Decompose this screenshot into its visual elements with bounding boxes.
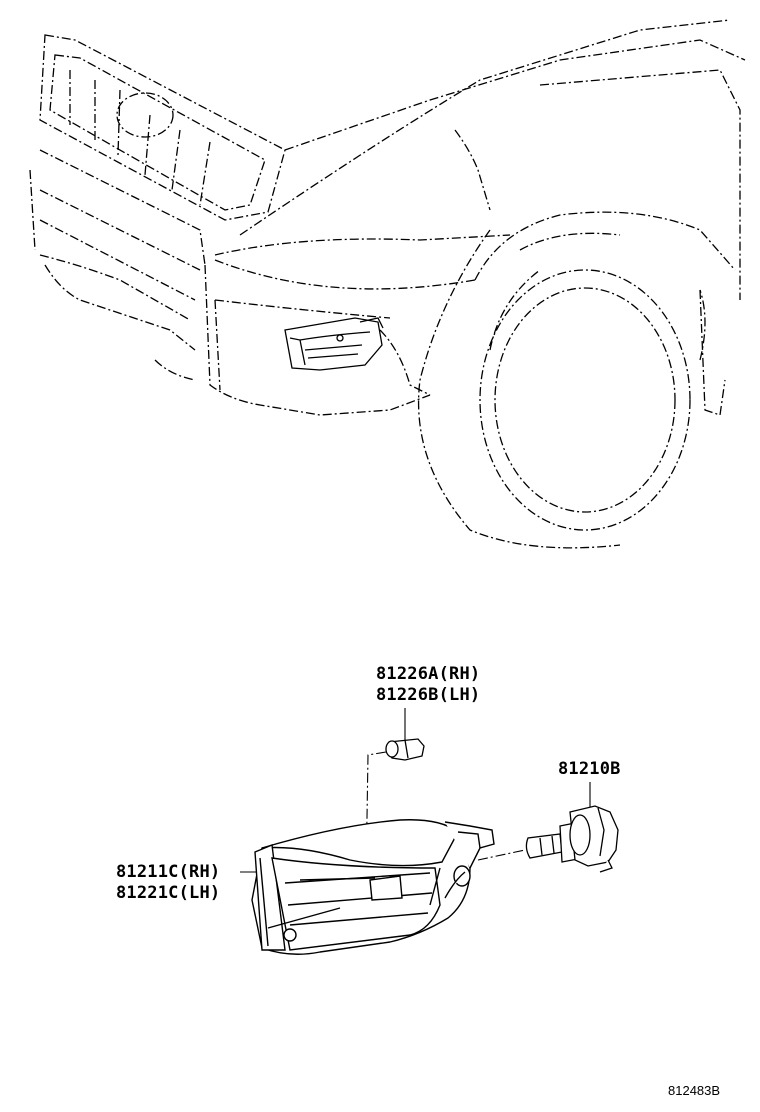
diagram-reference-code: 812483B <box>668 1083 721 1098</box>
fog-lamp-assembly <box>251 819 495 955</box>
part-number-socket-rh: 81226A(RH) <box>376 664 481 684</box>
fog-lamp-installed <box>284 317 384 371</box>
dashed-guide-lines <box>365 751 526 881</box>
vehicle-front-outline <box>29 19 746 549</box>
halogen-bulb-part <box>525 805 619 873</box>
bulb-socket-part <box>385 738 425 761</box>
part-number-bulb: 81210B <box>558 759 621 779</box>
part-number-lamp-rh: 81211C(RH) <box>116 862 221 882</box>
part-label-fog-lamp: 81211C(RH) 81221C(LH) <box>116 862 220 904</box>
part-label-bulb-socket: 81226A(RH) 81226B(LH) <box>376 664 480 706</box>
part-number-lamp-lh: 81221C(LH) <box>116 883 221 903</box>
part-number-socket-lh: 81226B(LH) <box>376 685 481 705</box>
part-label-bulb: 81210B <box>558 759 621 780</box>
